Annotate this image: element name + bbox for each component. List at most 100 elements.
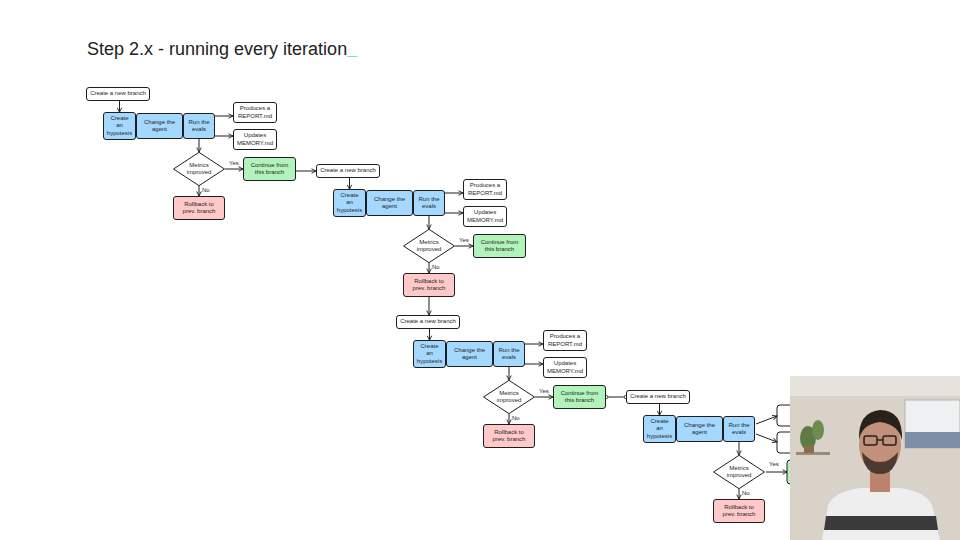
webcam-background (790, 376, 960, 540)
connector-arrow (525, 364, 543, 365)
decision-diamond: Metrics improved (403, 229, 455, 263)
node-text: Updates MEMORY.md (467, 209, 503, 223)
connector-arrow (199, 139, 200, 152)
step-box: Run the evals (183, 113, 215, 139)
connector-arrow (525, 344, 543, 345)
step-box: Create an hypotesis (413, 340, 446, 368)
node-text: Change the agent (140, 119, 179, 133)
connector-arrow (429, 216, 430, 229)
output-box: Updates MEMORY.md (543, 357, 587, 378)
glasses (883, 436, 896, 445)
connector-arrow (225, 169, 243, 170)
node-text: Updates MEMORY.md (547, 360, 583, 374)
branch-label: Yes (769, 461, 779, 468)
node-text: Continue from this branch (557, 390, 602, 404)
decision-diamond: Metrics improved (713, 455, 765, 489)
node-text: Run the evals (187, 119, 211, 133)
diamond-shape (404, 229, 455, 262)
connector-arrow (739, 489, 740, 499)
node-text: Create a new branch (400, 318, 456, 325)
rollback-box: Rollback to prev. branch (403, 273, 455, 297)
continue-box: Continue from this branch (243, 157, 296, 181)
connector-arrow (659, 404, 660, 415)
output-box: Updates MEMORY.md (233, 129, 277, 150)
node-text: Produces a REPORT.md (467, 182, 503, 196)
output-box: Updates MEMORY.md (463, 206, 507, 227)
cursor-mark: _ (347, 38, 357, 60)
window-view (905, 432, 960, 448)
node-text: Rollback to prev. branch (407, 278, 451, 292)
branch-label: No (512, 415, 520, 422)
node-text: Metrics improved (183, 162, 215, 176)
connector-arrow (296, 171, 316, 172)
node-text: Rollback to prev. branch (487, 429, 531, 443)
node-text: Rollback to prev. branch (177, 201, 221, 215)
connector-arrow (429, 297, 430, 315)
connector-arrow (445, 193, 463, 194)
continue-box: Continue from this branch (473, 234, 526, 258)
branch-label: No (742, 490, 750, 497)
node-text: Produces a REPORT.md (237, 105, 273, 119)
diamond-shape (714, 455, 765, 488)
node-text: Create a new branch (90, 90, 146, 97)
stub-arrow (756, 416, 777, 424)
node-text: Create a new branch (320, 167, 376, 174)
node-text: Change the agent (680, 422, 719, 436)
node-text: Run the evals (417, 196, 441, 210)
step-box: Create an hypotesis (333, 189, 366, 217)
branch-label: Yes (539, 388, 549, 395)
connector-arrow (535, 397, 553, 398)
connector-arrow (739, 442, 740, 455)
connector-arrow (429, 329, 430, 340)
connector-arrow (429, 263, 430, 273)
connector-arrow (119, 101, 120, 112)
branch-box: Create a new branch (316, 164, 380, 178)
branch-box: Create a new branch (396, 315, 460, 329)
node-text: Create a new branch (630, 393, 686, 400)
beard (862, 452, 898, 474)
branch-label: No (202, 187, 210, 194)
node-text: Metrics improved (413, 239, 445, 253)
node-text: Create an hypotesis (337, 192, 362, 214)
node-text: Run the evals (497, 347, 521, 361)
glasses (864, 436, 877, 445)
pot (804, 446, 814, 453)
shirt (822, 488, 940, 540)
output-box: Produces a REPORT.md (463, 179, 507, 200)
node-text: Create an hypotesis (107, 115, 132, 137)
branch-label: Yes (229, 160, 239, 167)
node-text: Continue from this branch (247, 162, 292, 176)
branch-box: Create a new branch (626, 390, 690, 404)
stub-arrow (756, 434, 777, 442)
node-text: Updates MEMORY.md (237, 132, 273, 146)
node-text: Produces a REPORT.md (547, 333, 583, 347)
node-text: Change the agent (370, 196, 409, 210)
shirt-stripe (824, 516, 938, 530)
connector-arrow (509, 414, 510, 424)
step-box: Change the agent (446, 341, 493, 367)
step-box: Change the agent (676, 416, 723, 442)
rollback-box: Rollback to prev. branch (483, 424, 535, 448)
step-box: Run the evals (723, 416, 755, 442)
step-box: Change the agent (136, 113, 183, 139)
rollback-box: Rollback to prev. branch (173, 196, 225, 220)
connector-arrow (349, 178, 350, 189)
node-text: Change the agent (450, 347, 489, 361)
node-text: Create an hypotesis (417, 343, 442, 365)
output-box: Produces a REPORT.md (233, 102, 277, 123)
step-box: Run the evals (493, 341, 525, 367)
branch-label: No (432, 264, 440, 271)
window (905, 400, 960, 448)
decision-diamond: Metrics improved (173, 152, 225, 186)
node-text: Continue from this branch (477, 239, 522, 253)
plant (812, 420, 824, 440)
branch-label: Yes (459, 237, 469, 244)
step-box: Create an hypotesis (643, 415, 676, 443)
step-box: Run the evals (413, 190, 445, 216)
connector-arrow (199, 186, 200, 196)
title: Step 2.x - running every iteration (87, 38, 347, 60)
node-text: Metrics improved (723, 465, 755, 479)
connector-arrow (215, 136, 233, 137)
